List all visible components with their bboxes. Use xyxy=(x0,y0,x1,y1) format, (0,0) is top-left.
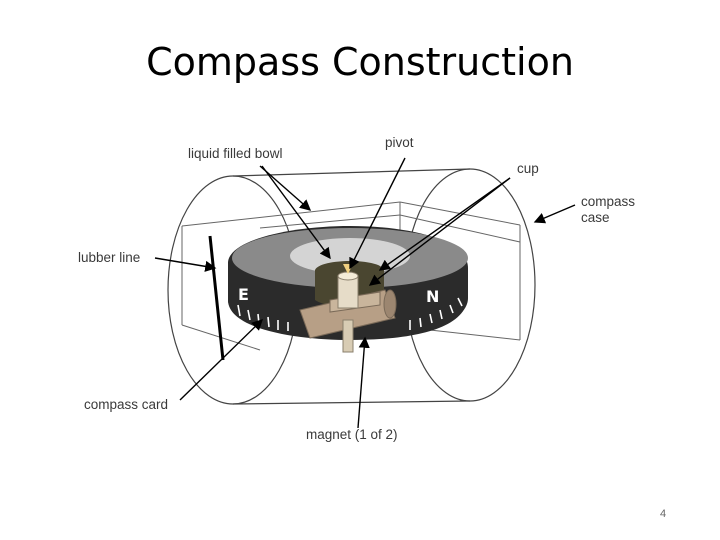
card-letter-north: N xyxy=(426,287,439,306)
label-pivot: pivot xyxy=(385,135,414,150)
label-compass-case-line2: case xyxy=(581,210,610,225)
lubber-line-mark xyxy=(210,236,223,360)
label-cup: cup xyxy=(517,161,539,176)
label-lubber-line: lubber line xyxy=(78,250,140,265)
label-magnet: magnet (1 of 2) xyxy=(306,427,398,442)
page-number: 4 xyxy=(660,508,666,520)
label-liquid-filled-bowl: liquid filled bowl xyxy=(188,146,283,161)
card-letter-east: E xyxy=(238,285,249,304)
label-compass-card: compass card xyxy=(84,397,168,412)
label-compass-case-line1: compass xyxy=(581,194,635,209)
